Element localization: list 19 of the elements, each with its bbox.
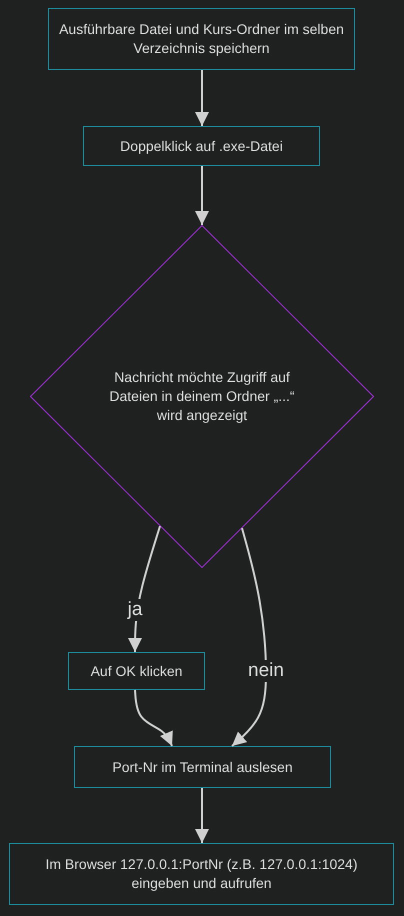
node-text: Im Browser 127.0.0.1:PortNr (z.B. 127.0.0.1:1024) eingeben und aufrufen — [44, 855, 359, 893]
arrow — [231, 528, 267, 747]
node-text: Ausführbare Datei und Kurs-Ordner im selben Verzeichnis speichern — [58, 20, 345, 58]
arrow — [195, 788, 209, 843]
process-box — [74, 746, 331, 788]
node-text: Port-Nr im Terminal auslesen — [111, 758, 294, 776]
node-text: Auf OK klicken — [90, 662, 184, 680]
edge-label: ja — [126, 599, 144, 621]
arrow — [195, 70, 209, 126]
arrow — [128, 526, 161, 652]
arrow — [134, 690, 173, 746]
edge-label: nein — [246, 660, 286, 682]
process-box — [9, 843, 394, 905]
arrow — [195, 166, 209, 225]
process-box — [48, 8, 355, 70]
process-box — [83, 126, 320, 166]
node-text: Nachricht möchte Zugriff auf Dateien in deinem Ordner „...“ wird angezeigt — [108, 368, 296, 425]
process-box — [68, 652, 205, 690]
node-text: Doppelklick auf .exe-Datei — [119, 136, 284, 156]
